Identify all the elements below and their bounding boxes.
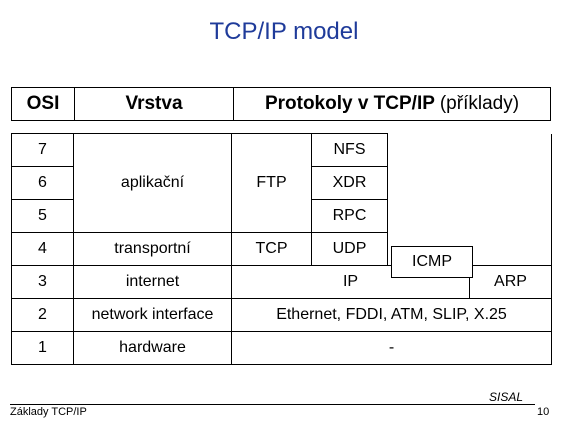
proto-ftp: FTP	[231, 133, 312, 233]
table-row: 4 transportní TCP UDP	[11, 232, 552, 266]
brand-sisal: SISAL	[489, 390, 524, 404]
proto-arp: ARP	[469, 265, 552, 299]
proto-rpc: RPC	[311, 199, 388, 233]
osi-layer-7: 7	[11, 133, 74, 167]
proto-ethernet: Ethernet, FDDI, ATM, SLIP, X.25	[231, 298, 552, 332]
osi-layer-2: 2	[11, 298, 74, 332]
header-protocols: Protokoly v TCP/IP (příklady)	[233, 87, 551, 121]
table-row: 6 XDR	[11, 166, 552, 200]
empty-area	[387, 133, 552, 266]
proto-udp: UDP	[311, 232, 388, 266]
header-vrstva: Vrstva	[74, 87, 234, 121]
header-protocols-bold: Protokoly v TCP/IP	[264, 93, 435, 114]
osi-layer-1: 1	[11, 331, 74, 365]
layer-aplikacni: aplikační	[73, 133, 232, 233]
header-osi: OSI	[11, 87, 75, 121]
proto-xdr: XDR	[311, 166, 388, 200]
layers-table: 7 aplikační FTP NFS 6 XDR 5 RPC 4 transp…	[11, 133, 552, 365]
osi-layer-4: 4	[11, 232, 74, 266]
layer-hardware: hardware	[73, 331, 232, 365]
layer-transportni: transportní	[73, 232, 232, 266]
footer-divider	[10, 404, 535, 405]
table-row: 7 aplikační FTP NFS	[11, 133, 552, 266]
header-protocols-note: (příklady)	[439, 93, 520, 114]
proto-icmp: ICMP	[391, 246, 473, 278]
slide-title: TCP/IP model	[209, 18, 359, 45]
osi-layer-5: 5	[11, 199, 74, 233]
page-number: 10	[537, 406, 550, 418]
table-row: 3 internet IP ARP	[11, 265, 552, 299]
table-row: 2 network interface Ethernet, FDDI, ATM,…	[11, 298, 552, 332]
osi-layer-3: 3	[11, 265, 74, 299]
osi-layer-6: 6	[11, 166, 74, 200]
layer-network-interface: network interface	[73, 298, 232, 332]
header-table: OSI Vrstva Protokoly v TCP/IP (příklady)	[11, 87, 551, 121]
footer-title: Základy TCP/IP	[10, 406, 87, 418]
layer-internet: internet	[73, 265, 232, 299]
table-row: 1 hardware -	[11, 331, 552, 365]
proto-none: -	[231, 331, 552, 365]
proto-tcp: TCP	[231, 232, 312, 266]
proto-nfs: NFS	[311, 133, 388, 167]
